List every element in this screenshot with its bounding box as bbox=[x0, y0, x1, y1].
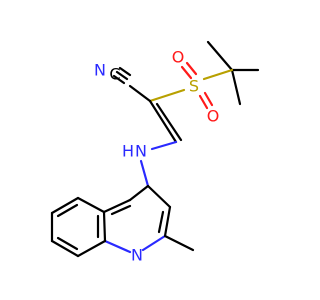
alkene-bonds bbox=[139, 99, 183, 188]
atom-labels: N C S O O N H N bbox=[94, 48, 219, 265]
bond-alkene-b bbox=[155, 102, 183, 142]
quinoline-bonds bbox=[50, 184, 195, 258]
sulfonyl-bonds bbox=[148, 61, 214, 110]
bond-n1-c8a bbox=[103, 239, 132, 254]
bond-s-o-lower-a bbox=[198, 94, 209, 110]
structure-diagram: N C S O O N H N bbox=[50, 40, 260, 265]
bond-alpha-nitrile bbox=[128, 84, 152, 103]
bond-c8-c8a bbox=[76, 239, 107, 258]
bond-c3-c2 bbox=[163, 205, 172, 238]
atom-amine-nitrogen: N bbox=[135, 142, 147, 161]
bond-c3-c2-inner bbox=[157, 210, 165, 234]
bond-c7-c8-inner bbox=[56, 236, 79, 251]
bond-c4-c3 bbox=[146, 184, 172, 209]
atom-ring-nitrogen: N bbox=[131, 246, 143, 265]
atom-oxygen-upper: O bbox=[172, 48, 185, 67]
bond-n-quinoline bbox=[139, 159, 150, 188]
atom-nitrile-carbon: C bbox=[109, 65, 120, 84]
bond-s-alpha-carbon bbox=[148, 88, 186, 103]
bond-triple-1 bbox=[115, 70, 129, 81]
bond-s-o-lower-b bbox=[203, 91, 214, 107]
atom-oxygen-lower: O bbox=[207, 107, 220, 126]
bond-c4-c4-link bbox=[128, 184, 150, 202]
bond-c4a-c4-inner bbox=[110, 204, 132, 216]
bond-tbu-methyl-bottom bbox=[230, 68, 242, 106]
bond-c5-c6 bbox=[50, 196, 80, 215]
atom-amine-hydrogen: H bbox=[122, 142, 134, 161]
bond-tbu-sulfur bbox=[202, 68, 234, 81]
bond-triple-2 bbox=[118, 66, 132, 77]
bond-c2-methyl bbox=[163, 234, 195, 252]
bond-c4a-c5 bbox=[76, 196, 106, 214]
bond-c8a-c4a bbox=[102, 210, 107, 243]
bond-enamine-n bbox=[150, 140, 178, 151]
atom-nitrile-nitrogen: N bbox=[94, 61, 106, 80]
bond-c7-c8 bbox=[50, 239, 80, 258]
bond-s-o-upper-b bbox=[185, 61, 198, 76]
bond-c2-n1 bbox=[141, 234, 167, 252]
bond-c4a-c4 bbox=[102, 198, 132, 214]
bond-alkene-a bbox=[148, 99, 178, 144]
bond-c5-c6-inner bbox=[56, 203, 79, 218]
tert-butyl-bonds bbox=[202, 40, 260, 106]
nitrile-bonds bbox=[112, 66, 152, 103]
bond-triple-3 bbox=[112, 74, 126, 85]
bond-s-o-upper-a bbox=[180, 65, 193, 80]
bond-tbu-methyl-top bbox=[206, 40, 234, 72]
atom-sulfur: S bbox=[189, 77, 199, 96]
